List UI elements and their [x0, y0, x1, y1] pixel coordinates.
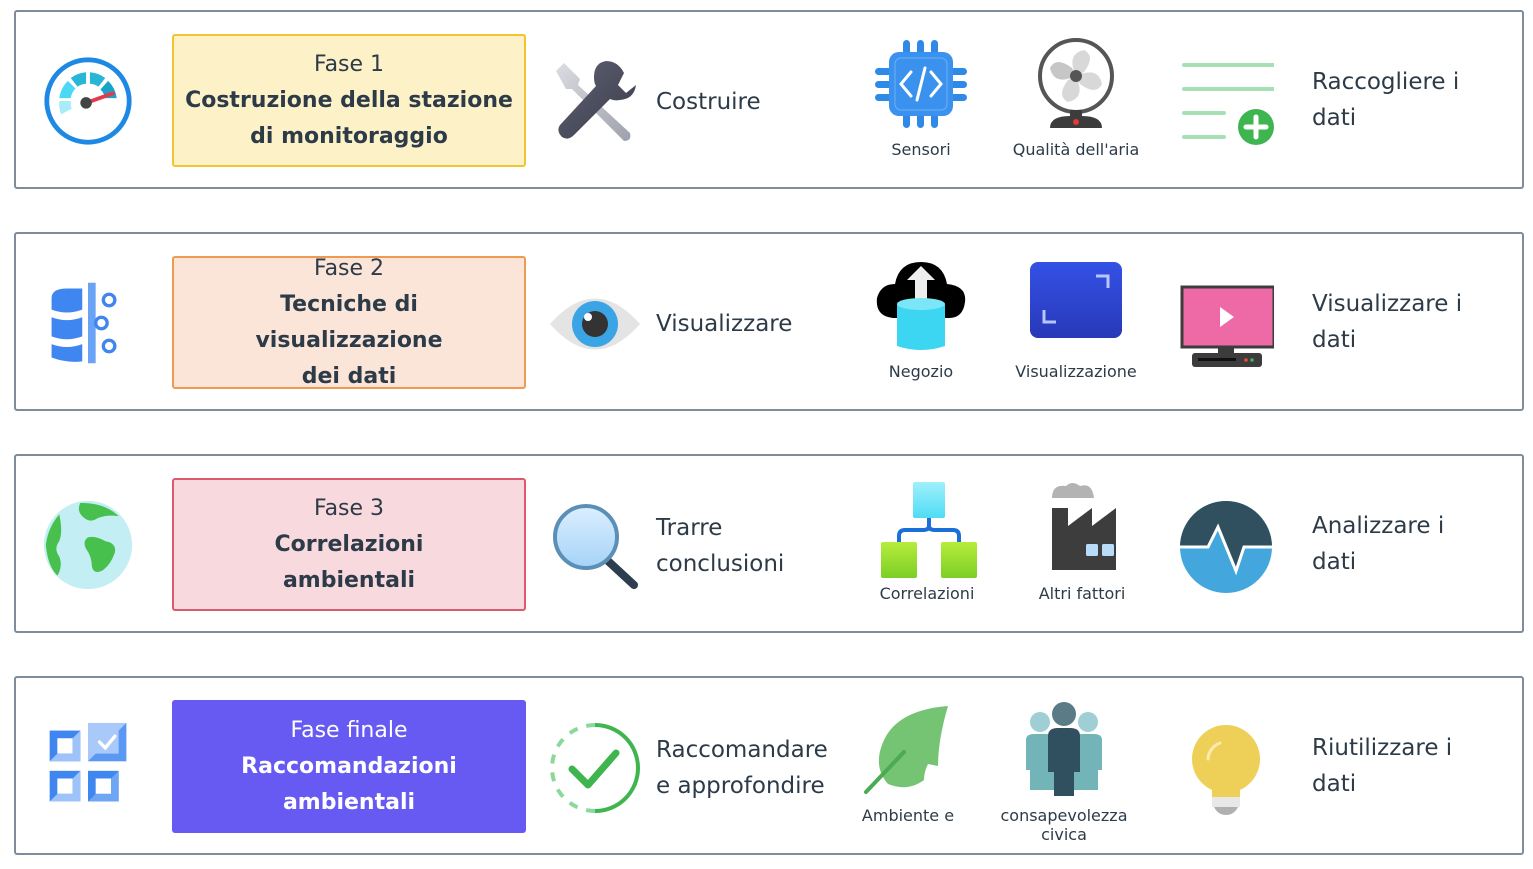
phase-number: Fase 3	[313, 495, 385, 521]
result-label-line: dati	[1312, 105, 1357, 131]
tool-label: Visualizzazione	[1015, 362, 1137, 381]
tool-label: consapevolezza civica	[1000, 806, 1128, 844]
phase-row-1: Fase 1 Costruzione della stazione di mon…	[14, 10, 1524, 189]
leaf-icon	[864, 706, 948, 794]
tools-icon	[556, 61, 636, 141]
phase-box: Fase 1 Costruzione della stazione di mon…	[172, 34, 526, 167]
phase-title-line: ambientali	[282, 567, 416, 593]
phase-row-2: Fase 2 Tecniche di visualizzazione dei d…	[14, 232, 1524, 411]
pulse-icon	[1180, 501, 1272, 593]
tool-item: Ambiente e	[828, 700, 988, 830]
phase-title-line: di monitoraggio	[250, 123, 448, 149]
phase-row-3: Fase 3 Correlazioni ambientali Trarre co…	[14, 454, 1524, 633]
phase-title-line: ambientali	[282, 789, 416, 815]
result-label: Raccogliere i dati	[1312, 64, 1459, 136]
phase-title-line: dei dati	[301, 363, 397, 389]
action-label: Visualizzare	[656, 306, 792, 342]
tool-item: Sensori	[841, 34, 1001, 164]
add-list-icon	[1182, 63, 1274, 145]
checklist-grid-icon	[49, 722, 127, 802]
result-label-line: dati	[1312, 327, 1357, 353]
check-circle-icon	[550, 723, 640, 813]
phase-number: Fase 2	[313, 255, 385, 281]
phase-row-4: Fase finale Raccomandazioni ambientali R…	[14, 676, 1524, 855]
phase-number: Fase finale	[290, 717, 408, 743]
result-label: Analizzare i dati	[1312, 508, 1444, 580]
result-label-line: Raccogliere i	[1312, 69, 1460, 95]
result-label: Visualizzare i dati	[1312, 286, 1462, 358]
tool-item: Negozio	[841, 256, 1001, 386]
phase-title-line: Correlazioni	[274, 531, 424, 557]
action-label-line: Trarre	[656, 515, 723, 541]
tool-item: Qualità dell'aria	[996, 34, 1156, 164]
chip-code-icon	[875, 40, 967, 128]
tool-label: Correlazioni	[879, 584, 975, 603]
phase-number: Fase 1	[313, 51, 385, 77]
lightbulb-icon	[1192, 725, 1260, 815]
tool-item: Visualizzazione	[996, 256, 1156, 386]
database-icon	[51, 282, 117, 364]
tool-item: consapevolezza civica	[984, 700, 1144, 844]
action-label-line: Visualizzare	[656, 311, 793, 337]
tool-label: Sensori	[891, 140, 951, 159]
hierarchy-icon	[881, 482, 977, 578]
people-group-icon	[1026, 702, 1102, 796]
action-label-line: Raccomandare	[656, 737, 828, 763]
tool-item: Correlazioni	[847, 478, 1007, 608]
phase-title-line: Costruzione della stazione	[185, 87, 513, 113]
globe-icon	[43, 500, 133, 590]
tool-item: Altri fattori	[1002, 478, 1162, 608]
fan-icon	[1038, 38, 1114, 128]
action-label: Costruire	[656, 84, 761, 120]
result-label: Riutilizzare i dati	[1312, 730, 1452, 802]
phase-title-line: Tecniche di visualizzazione	[255, 291, 443, 353]
magnifier-icon	[553, 504, 638, 589]
tool-label: Qualità dell'aria	[1012, 140, 1140, 159]
expand-screen-icon	[1030, 262, 1122, 338]
action-label-line: Costruire	[656, 89, 761, 115]
action-label-line: e approfondire	[656, 773, 825, 799]
cloud-upload-database-icon	[876, 262, 966, 350]
monitor-play-icon	[1180, 285, 1274, 367]
result-label-line: Visualizzare i	[1312, 291, 1463, 317]
factory-icon	[1052, 483, 1116, 570]
phase-box: Fase 3 Correlazioni ambientali	[172, 478, 526, 611]
result-label-line: dati	[1312, 771, 1357, 797]
phase-box: Fase 2 Tecniche di visualizzazione dei d…	[172, 256, 526, 389]
action-label: Trarre conclusioni	[656, 510, 784, 582]
action-label: Raccomandare e approfondire	[656, 732, 828, 804]
tool-label: Altri fattori	[1038, 584, 1126, 603]
phase-title-line: Raccomandazioni	[241, 753, 457, 779]
action-label-line: conclusioni	[656, 551, 785, 577]
eye-icon	[550, 298, 640, 350]
phase-box: Fase finale Raccomandazioni ambientali	[172, 700, 526, 833]
result-label-line: Analizzare i	[1312, 513, 1445, 539]
tool-label: Negozio	[888, 362, 954, 381]
tool-label: Ambiente e	[861, 806, 955, 825]
result-label-line: dati	[1312, 549, 1357, 575]
result-label-line: Riutilizzare i	[1312, 735, 1453, 761]
speedometer-icon	[44, 57, 132, 145]
